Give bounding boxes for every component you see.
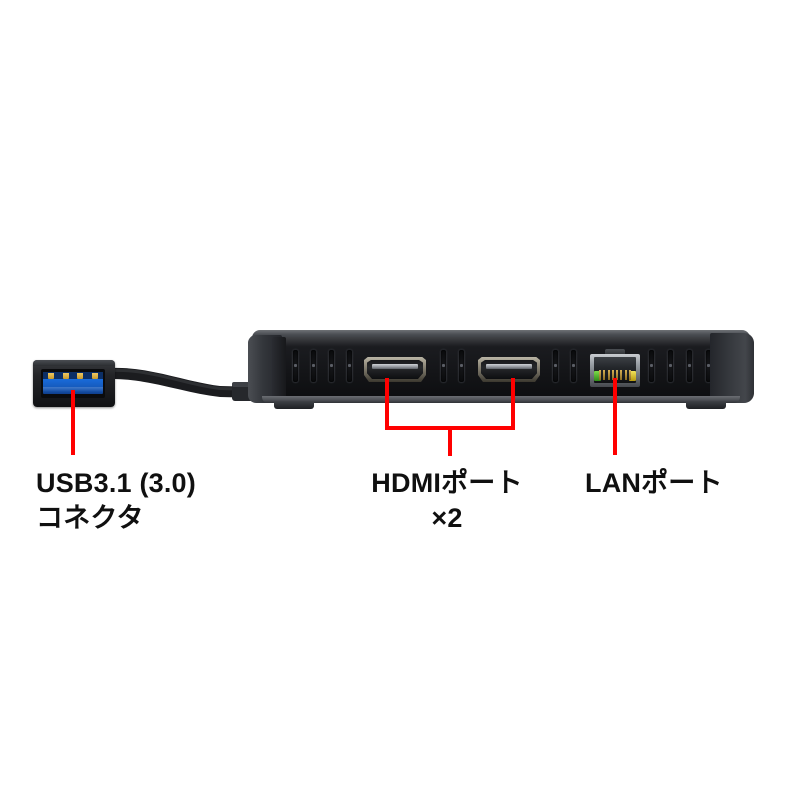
device-bottom-bezel: [262, 396, 740, 403]
usb-pin: [91, 373, 98, 379]
label-usb-connector: USB3.1 (3.0) コネクタ: [36, 468, 196, 533]
rj45-contact: [616, 370, 619, 380]
vent-slot: [667, 349, 674, 383]
device-left-endcap-shadow: [272, 337, 286, 401]
rj45-contact: [599, 370, 601, 380]
rj45-contact-row: [599, 370, 631, 380]
vent-slot: [440, 349, 447, 383]
rj45-contact: [611, 370, 614, 380]
usb-pin-row: [48, 373, 98, 379]
rj45-cavity: [594, 357, 636, 383]
hdmi-port-2: [478, 357, 540, 382]
hdmi-blade: [372, 364, 418, 369]
device-front-face: [248, 337, 754, 399]
vent-slot: [310, 349, 317, 383]
vent-slot: [346, 349, 353, 383]
device-top-bevel: [252, 330, 750, 341]
vent-slot: [292, 349, 299, 383]
usb-cable: [110, 367, 262, 401]
usb-pin: [48, 373, 54, 379]
lan-link-led-green: [594, 371, 601, 381]
device-foot-right: [686, 402, 726, 409]
label-hdmi-port: HDMIポート ×2: [371, 468, 523, 533]
rj45-contact: [628, 370, 631, 380]
rj45-contact: [603, 370, 606, 380]
usb-a-connector: [33, 360, 115, 407]
rj45-latch-notch: [605, 349, 625, 356]
device-face-sheen: [248, 337, 754, 347]
usb-insert-gloss: [43, 387, 103, 392]
usb-shell-highlight: [33, 360, 115, 366]
usb-pin: [77, 373, 84, 379]
vent-slot: [328, 349, 335, 383]
usb-pin: [62, 373, 69, 379]
rj45-contact: [620, 370, 623, 380]
vent-slot: [648, 349, 655, 383]
rj45-frame: [590, 354, 640, 387]
device-left-endcap: [248, 335, 286, 403]
hdmi-cavity: [481, 360, 537, 379]
hdmi-cavity: [367, 360, 423, 379]
usb-blue-insert: [43, 372, 103, 394]
usb-cavity: [41, 369, 105, 398]
vent-slot: [686, 349, 693, 383]
device-foot-left: [274, 402, 314, 409]
vent-slot: [552, 349, 559, 383]
docking-station-body: [248, 330, 754, 412]
lan-port-rj45: [590, 349, 640, 387]
vent-slot: [570, 349, 577, 383]
device-right-endcap: [710, 333, 754, 403]
rj45-contact: [607, 370, 610, 380]
rj45-contact: [624, 370, 627, 380]
vent-slot: [458, 349, 465, 383]
hdmi-port-1: [364, 357, 426, 382]
hdmi-blade: [486, 364, 532, 369]
usb-insert-shadow: [43, 372, 103, 379]
lan-activity-led-yellow: [629, 371, 636, 381]
label-lan-port: LANポート: [585, 468, 723, 498]
